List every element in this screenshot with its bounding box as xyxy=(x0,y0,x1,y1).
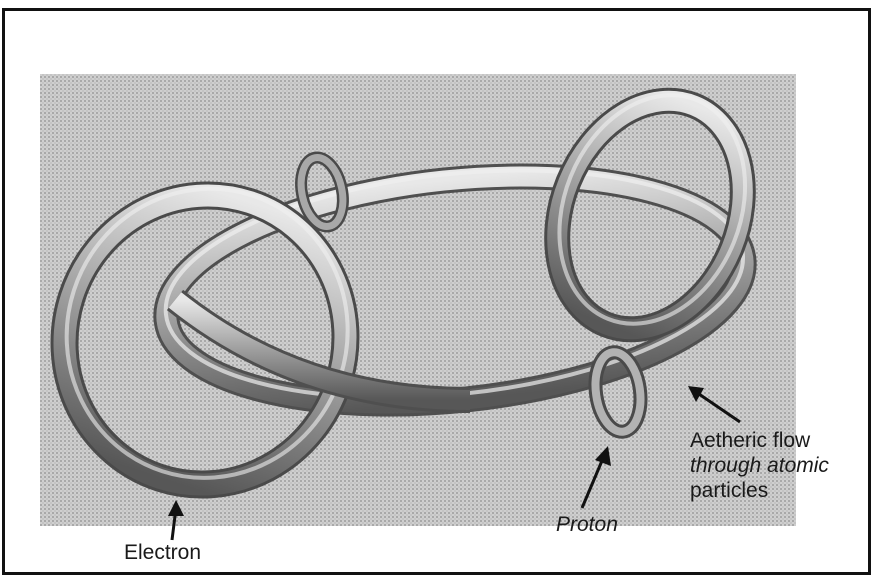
proton-label: Proton xyxy=(556,512,618,537)
aetheric-label-line3: particles xyxy=(690,478,829,503)
aetheric-label-line1: Aetheric flow xyxy=(690,428,829,453)
aetheric-label-line2: through atomic xyxy=(690,453,829,478)
electron-label: Electron xyxy=(124,540,201,565)
aetheric-flow-label: Aetheric flow through atomic particles xyxy=(690,428,829,504)
